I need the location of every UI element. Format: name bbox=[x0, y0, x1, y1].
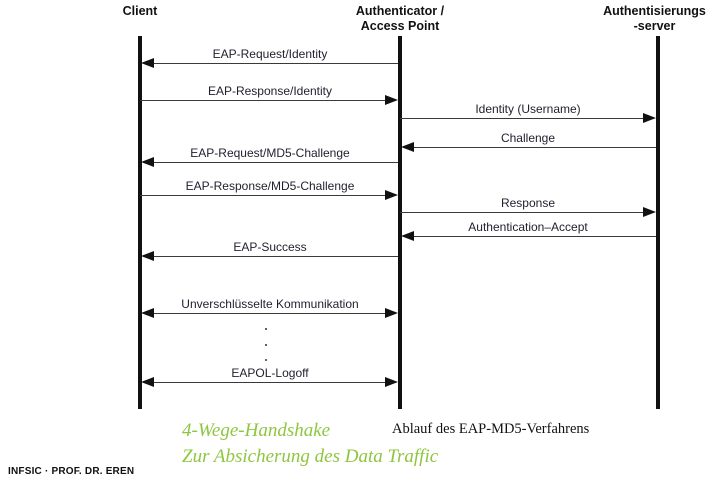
continuation-dot bbox=[265, 344, 267, 346]
message-label: Authentication–Accept bbox=[468, 220, 588, 234]
message-label: Unverschlüsselte Kommunikation bbox=[181, 297, 359, 311]
lifeline-client bbox=[138, 36, 142, 409]
arrow-head-right-icon bbox=[385, 190, 398, 200]
arrow-head-left-icon bbox=[141, 377, 154, 387]
message-arrow-line bbox=[152, 162, 398, 163]
message-label: EAP-Response/Identity bbox=[207, 84, 333, 98]
message-label: EAP-Success bbox=[233, 240, 307, 254]
message-arrow-line bbox=[152, 382, 386, 383]
lifeline-auth-server bbox=[656, 36, 660, 409]
lifeline-authenticator bbox=[398, 36, 402, 409]
arrow-head-right-icon bbox=[385, 308, 398, 318]
arrow-head-left-icon bbox=[141, 251, 154, 261]
message-label: EAP-Request/Identity bbox=[212, 47, 328, 61]
actor-header-authenticator: Authenticator / Access Point bbox=[355, 4, 445, 33]
message-arrow-line bbox=[412, 147, 656, 148]
arrow-head-right-icon bbox=[385, 95, 398, 105]
message-label: EAP-Response/MD5-Challenge bbox=[185, 179, 355, 193]
message-arrow-line bbox=[152, 313, 386, 314]
arrow-head-right-icon bbox=[643, 207, 656, 217]
continuation-dot bbox=[265, 359, 267, 361]
message-label: EAPOL-Logoff bbox=[231, 366, 309, 380]
caption-highlight-line-1: 4-Wege-Handshake bbox=[182, 420, 331, 441]
message-arrow-line bbox=[152, 256, 398, 257]
message-label: Response bbox=[500, 196, 556, 210]
arrow-head-left-icon bbox=[141, 308, 154, 318]
message-arrow-line bbox=[152, 63, 398, 64]
message-label: Challenge bbox=[500, 131, 556, 145]
message-label: Identity (Username) bbox=[475, 102, 581, 116]
message-arrow-line bbox=[140, 195, 386, 196]
message-arrow-line bbox=[400, 212, 644, 213]
actor-header-client: Client bbox=[122, 4, 158, 18]
actor-header-auth-server: Authentisierungs -server bbox=[603, 4, 706, 33]
message-arrow-line bbox=[400, 118, 644, 119]
arrow-head-left-icon bbox=[141, 157, 154, 167]
arrow-head-left-icon bbox=[141, 58, 154, 68]
diagram-title-caption: Ablauf des EAP-MD5-Verfahrens bbox=[392, 421, 590, 437]
message-arrow-line bbox=[140, 100, 386, 101]
footer-institution-label: INFSIC · PROF. DR. EREN bbox=[8, 466, 135, 477]
caption-highlight-line-2: Zur Absicherung des Data Traffic bbox=[182, 446, 439, 467]
arrow-head-right-icon bbox=[643, 113, 656, 123]
arrow-head-left-icon bbox=[401, 142, 414, 152]
arrow-head-right-icon bbox=[385, 377, 398, 387]
continuation-dot bbox=[265, 328, 267, 330]
message-label: EAP-Request/MD5-Challenge bbox=[190, 146, 350, 160]
message-arrow-line bbox=[412, 236, 656, 237]
arrow-head-left-icon bbox=[401, 231, 414, 241]
